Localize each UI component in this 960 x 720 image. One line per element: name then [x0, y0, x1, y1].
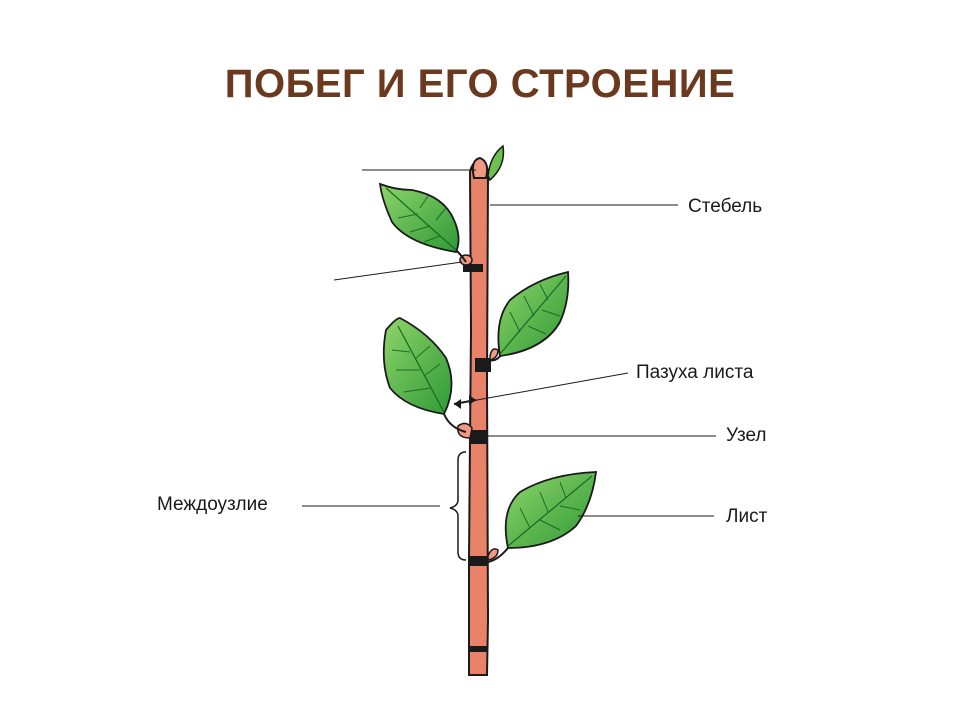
stem [468, 158, 490, 676]
label-leaf-axil: Пазуха листа [636, 362, 754, 383]
petiole-4 [487, 547, 509, 563]
axillary-bud-2 [489, 348, 499, 361]
label-leaf: Лист [726, 506, 768, 527]
node-band-2 [475, 358, 491, 372]
apical-bud [471, 156, 489, 179]
leaf-3 [382, 317, 453, 415]
node-band-5 [469, 646, 487, 652]
label-stem: Стебель [688, 196, 763, 217]
axillary-bud-4 [487, 548, 499, 561]
label-internode: Междоузлие [157, 494, 268, 515]
node-band-4 [470, 556, 488, 566]
petiole-3 [443, 413, 467, 433]
leader-axillary-bud [333, 261, 463, 281]
label-node: Узел [726, 425, 767, 446]
page-title: ПОБЕГ И ЕГО СТРОЕНИЕ [224, 62, 736, 106]
leader-leaf-axil [465, 372, 629, 403]
internode-brace [449, 451, 467, 561]
node-band-1 [463, 264, 483, 272]
top-small-leaf [487, 144, 505, 182]
node-band-3 [470, 430, 488, 444]
